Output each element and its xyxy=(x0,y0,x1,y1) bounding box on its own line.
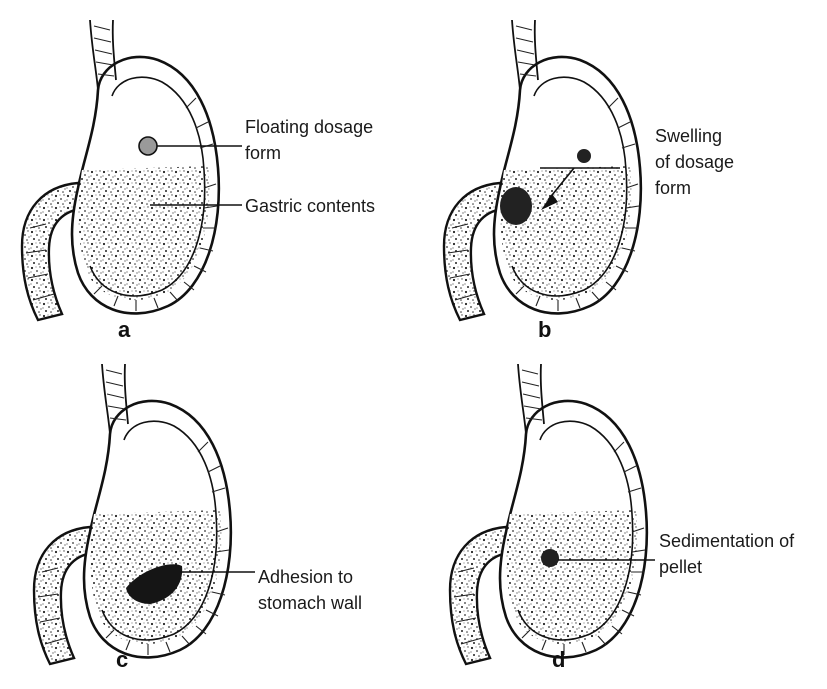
panel-a: Floating dosage form Gastric contents a xyxy=(22,20,378,342)
panel-letter-d: d xyxy=(552,647,565,672)
label-gastric-contents: Gastric contents xyxy=(245,196,375,216)
stomach-drawing-a xyxy=(22,20,219,320)
label-adhesion-to-stomach-wall: Adhesion to stomach wall xyxy=(258,567,362,613)
panel-c: Adhesion to stomach wall c xyxy=(34,364,362,672)
panel-letter-a: a xyxy=(118,317,131,342)
panel-b: Swelling of dosage form b xyxy=(444,20,739,342)
label-swelling-of-dosage-form: Swelling of dosage form xyxy=(655,126,739,198)
small-dosage-form xyxy=(577,149,591,163)
panel-d: Sedimentation of pellet d xyxy=(450,364,799,672)
swollen-dosage-form xyxy=(500,187,532,225)
sedimented-pellet xyxy=(541,549,559,567)
floating-dosage-form xyxy=(139,137,157,155)
label-sedimentation-of-pellet: Sedimentation of pellet xyxy=(659,531,799,577)
panel-letter-c: c xyxy=(116,647,128,672)
stomach-drawing-d xyxy=(450,364,647,664)
stomach-drawing-c xyxy=(34,364,231,664)
panel-letter-b: b xyxy=(538,317,551,342)
stomach-drawing-b xyxy=(444,20,641,320)
label-floating-dosage-form: Floating dosage form xyxy=(245,117,378,163)
